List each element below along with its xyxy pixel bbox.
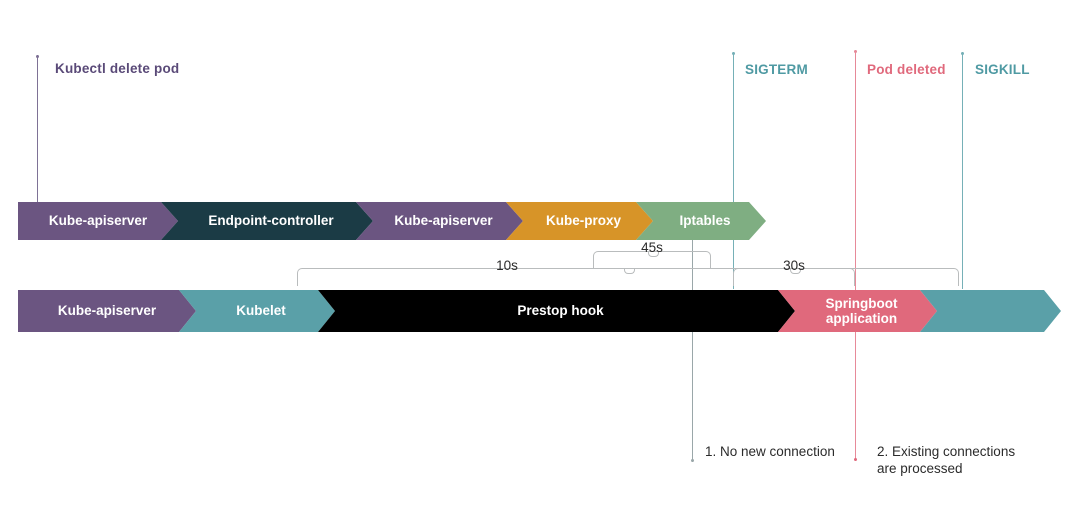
row1-segment-kube-apiserver: Kube-apiserver	[356, 202, 523, 240]
row1-segment-iptables: Iptables	[636, 202, 766, 240]
row1-segment-label: Iptables	[679, 213, 731, 229]
marker-line-pod-deleted	[854, 50, 857, 461]
row1-segment-kube-apiserver: Kube-apiserver	[18, 202, 178, 240]
marker-cap-top	[36, 55, 39, 58]
row1-segment-endpoint-controller: Endpoint-controller	[161, 202, 373, 240]
row1-segment-kube-proxy: Kube-proxy	[506, 202, 653, 240]
marker-line-no-new-connection-line	[691, 230, 694, 462]
bracket-10s	[297, 268, 959, 286]
bracket-10s-label: 10s	[496, 258, 518, 273]
marker-cap-top	[854, 50, 857, 53]
row1-segment-label: Kube-proxy	[545, 213, 621, 229]
bracket-10s-nub	[623, 268, 635, 274]
row2-segment-kube-apiserver: Kube-apiserver	[18, 290, 196, 332]
footnote-no-new-connection: 1. No new connection	[705, 444, 835, 459]
row1-segment-label: Kube-apiserver	[48, 213, 148, 229]
row1-segment-label: Kube-apiserver	[394, 213, 493, 229]
marker-label-pod-deleted: Pod deleted	[867, 62, 946, 77]
row2-segment-kubelet: Kubelet	[179, 290, 335, 332]
bracket-30s-label: 30s	[783, 258, 805, 273]
marker-label-sigterm: SIGTERM	[745, 62, 808, 77]
row1-segment-label: Endpoint-controller	[208, 213, 334, 229]
marker-label-sigkill: SIGKILL	[975, 62, 1030, 77]
bracket-45s-label: 45s	[641, 240, 663, 255]
marker-endpoint-dot-pod-deleted	[854, 458, 857, 461]
marker-cap-top	[732, 52, 735, 55]
marker-line-sigterm	[732, 52, 735, 289]
marker-line-kubectl-delete-pod	[36, 55, 39, 207]
row2-segment-label: Kube-apiserver	[57, 303, 157, 319]
marker-label-kubectl-delete-pod: Kubectl delete pod	[55, 61, 180, 76]
marker-cap-top	[961, 52, 964, 55]
marker-cap-bottom	[854, 458, 857, 461]
row2-segment-prestop-hook: Prestop hook	[318, 290, 795, 332]
pod-shutdown-row: Kube-apiserver Kubelet Prestop hook Springb…	[18, 290, 1061, 332]
control-plane-propagation-row: Kube-apiserver Endpoint-controller Kube-ap…	[18, 202, 766, 240]
marker-cap-bottom	[691, 459, 694, 462]
marker-line-sigkill	[961, 52, 964, 289]
row2-segment-label: Kubelet	[236, 303, 286, 319]
bracket-30s-nub	[789, 268, 801, 274]
bracket-45s-nub	[647, 251, 659, 257]
row2-segment-segment	[920, 290, 1061, 332]
bracket-30s	[733, 268, 855, 286]
row2-segment-label: Prestop hook	[517, 303, 604, 319]
bracket-45s	[593, 251, 711, 269]
